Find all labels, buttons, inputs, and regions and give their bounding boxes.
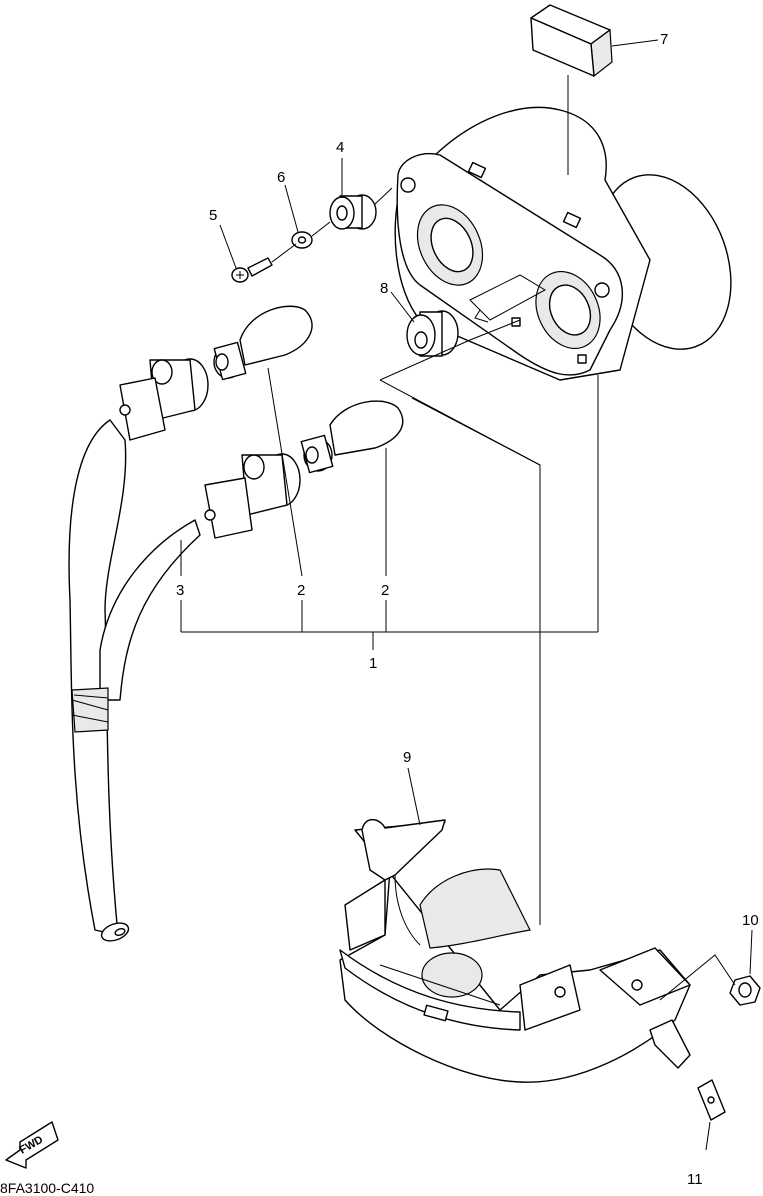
main-housing bbox=[394, 106, 732, 381]
part-8-grommet bbox=[406, 310, 459, 357]
part-2-bulb-upper bbox=[213, 305, 313, 381]
callout-11: 11 bbox=[687, 1171, 703, 1188]
callout-5: 5 bbox=[209, 207, 217, 224]
callout-6: 6 bbox=[277, 169, 285, 186]
callout-1: 1 bbox=[369, 655, 377, 672]
part-5-screw bbox=[231, 257, 273, 283]
callout-10: 10 bbox=[742, 912, 759, 929]
part-6-washer bbox=[291, 231, 313, 249]
drawing-code: 8FA3100-C410 bbox=[0, 1180, 94, 1196]
part-7-pad bbox=[530, 4, 613, 78]
callout-7: 7 bbox=[660, 31, 668, 48]
part-10-nut bbox=[729, 975, 761, 1006]
part-9-lower-cover bbox=[339, 818, 691, 1083]
leader-lines bbox=[180, 39, 753, 1151]
part-11-clip bbox=[697, 1079, 726, 1121]
callout-8: 8 bbox=[380, 280, 388, 297]
part-2-bulb-lower bbox=[300, 400, 404, 474]
callout-4: 4 bbox=[336, 139, 344, 156]
part-3-socket-harness bbox=[68, 358, 301, 942]
callout-2a: 2 bbox=[297, 582, 305, 599]
fwd-arrow-icon: FWD bbox=[5, 1121, 59, 1169]
callout-labels: 7 4 6 5 8 3 2 2 1 9 10 11 bbox=[176, 31, 759, 1188]
part-4-grommet bbox=[329, 194, 377, 230]
callout-9: 9 bbox=[403, 749, 411, 766]
callout-2b: 2 bbox=[381, 582, 389, 599]
callout-3: 3 bbox=[176, 582, 184, 599]
